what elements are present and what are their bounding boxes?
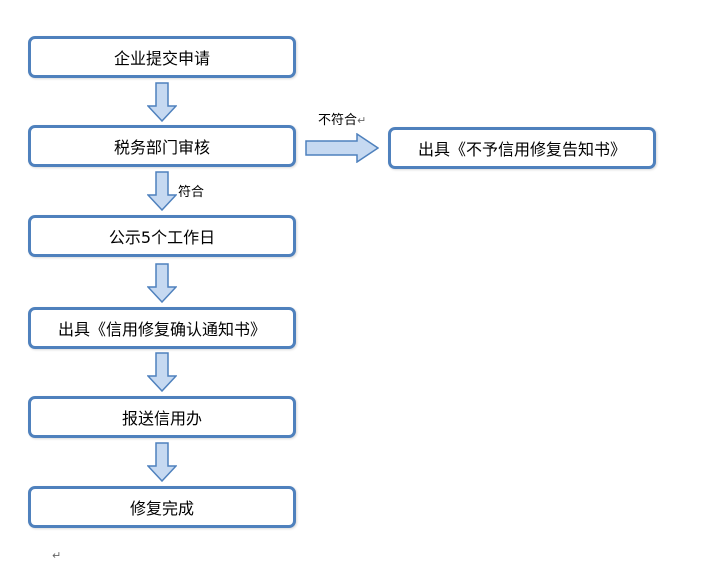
step-review-label: 税务部门审核 <box>113 138 210 157</box>
step-submit-label: 企业提交申请 <box>113 49 210 68</box>
step-tax-review: 税务部门审核 <box>28 125 296 167</box>
step-publicize: 公示5个工作日 <box>28 215 296 257</box>
paragraph-mark-icon: ↵ <box>357 114 367 127</box>
down-arrow-5 <box>147 442 177 482</box>
edge-label-not-compliant: 不符合↵ <box>318 109 366 128</box>
step-confirm-notice: 出具《信用修复确认通知书》 <box>28 307 296 349</box>
down-arrow-3 <box>147 263 177 303</box>
step-submit-application: 企业提交申请 <box>28 36 296 78</box>
down-arrow-1 <box>147 82 177 122</box>
compliant-text: 符合 <box>178 185 205 200</box>
step-publicize-label: 公示5个工作日 <box>108 228 216 247</box>
right-arrow <box>305 133 379 163</box>
step-complete: 修复完成 <box>28 486 296 528</box>
step-confirm-label: 出具《信用修复确认通知书》 <box>57 320 266 339</box>
step-reject-label: 出具《不予信用修复告知书》 <box>417 140 626 159</box>
step-report: 报送信用办 <box>28 396 296 438</box>
step-complete-label: 修复完成 <box>129 499 194 518</box>
paragraph-mark-icon: ↵ <box>52 549 62 562</box>
step-report-label: 报送信用办 <box>121 409 202 428</box>
down-arrow-2 <box>147 171 177 211</box>
edge-label-compliant: 符合 <box>178 181 204 200</box>
not-compliant-text: 不符合 <box>318 113 358 128</box>
step-reject-notice: 出具《不予信用修复告知书》 <box>388 127 656 169</box>
down-arrow-4 <box>147 352 177 392</box>
